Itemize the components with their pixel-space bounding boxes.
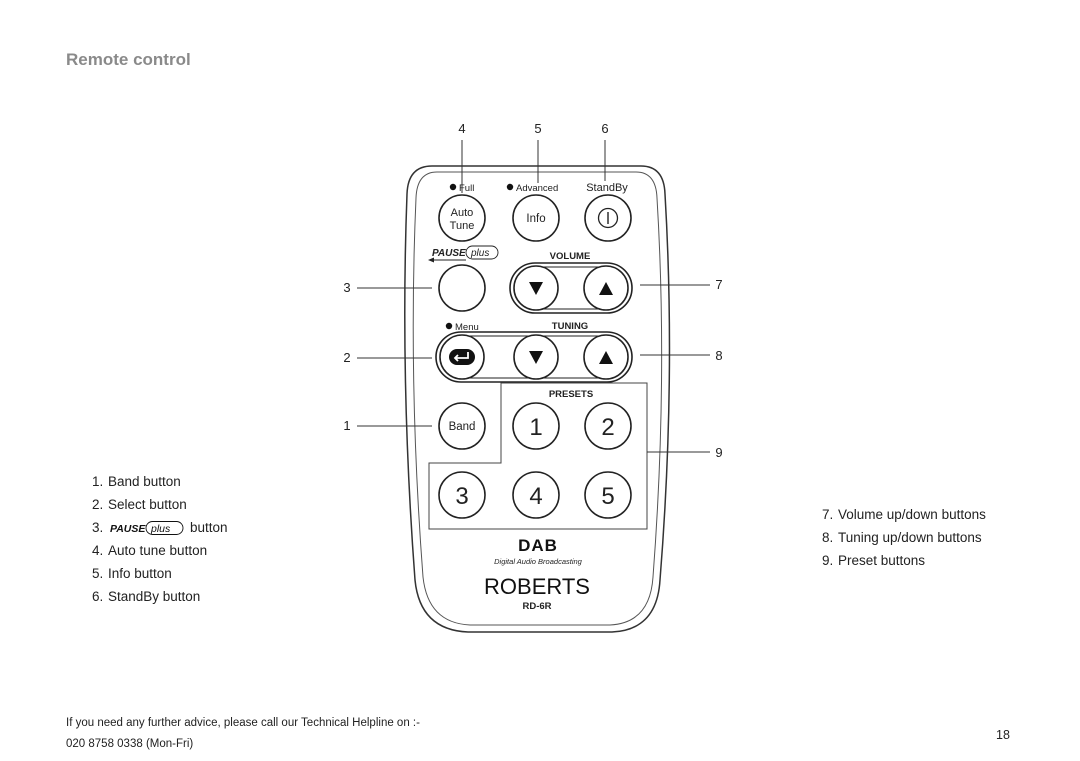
power-icon bbox=[597, 207, 619, 229]
select-icon bbox=[449, 349, 475, 365]
preset-4-label: 4 bbox=[529, 483, 542, 510]
legend-item: 6. StandBy button bbox=[92, 589, 228, 612]
pause-plus-logo-inline: PAUSE plus bbox=[110, 521, 184, 535]
auto-tune-label-1: Auto bbox=[451, 207, 474, 219]
preset-2-button[interactable] bbox=[584, 402, 632, 450]
legend-text: Tuning up/down buttons bbox=[838, 530, 982, 545]
legend-number: 7. bbox=[822, 507, 834, 522]
auto-tune-button[interactable] bbox=[438, 194, 486, 242]
page-title: Remote control bbox=[66, 50, 191, 69]
tuning-up-icon bbox=[599, 351, 613, 364]
footer: If you need any further advice, please c… bbox=[66, 713, 420, 755]
legend-left: 1. Band button 2. Select button 3. PAUSE… bbox=[92, 474, 228, 612]
legend-number: 5. bbox=[92, 566, 104, 581]
legend-text: Band button bbox=[108, 474, 181, 489]
legend-item: 7. Volume up/down buttons bbox=[822, 507, 986, 530]
helpline-text: If you need any further advice, please c… bbox=[66, 717, 420, 729]
model-label: RD-6R bbox=[522, 601, 551, 612]
callout-4: 4 bbox=[458, 121, 465, 136]
legend-item: 4. Auto tune button bbox=[92, 543, 228, 566]
tuning-button-pill bbox=[435, 331, 633, 383]
pause-plus-logo: PAUSE plus bbox=[428, 245, 499, 263]
page-number: 18 bbox=[996, 728, 1010, 742]
callout-1: 1 bbox=[343, 418, 350, 433]
helpline-number: 020 8758 0338 (Mon-Fri) bbox=[66, 738, 194, 750]
preset-3-label: 3 bbox=[455, 483, 468, 510]
volume-button-pill bbox=[509, 262, 633, 314]
legend-item: 3. PAUSE plus button bbox=[92, 520, 228, 543]
info-button[interactable] bbox=[512, 194, 560, 242]
svg-text:PAUSE: PAUSE bbox=[432, 248, 466, 259]
advanced-indicator-label: Advanced bbox=[516, 183, 558, 194]
tuning-down-icon bbox=[529, 351, 543, 364]
callout-5: 5 bbox=[534, 121, 541, 136]
pause-plus-button[interactable] bbox=[438, 264, 486, 312]
legend-number: 2. bbox=[92, 497, 104, 512]
remote-body-inner bbox=[412, 171, 663, 626]
legend-item: 9. Preset buttons bbox=[822, 553, 986, 576]
volume-up-icon bbox=[599, 282, 613, 295]
callout-2: 2 bbox=[343, 350, 350, 365]
preset-1-label: 1 bbox=[529, 414, 542, 441]
full-indicator-dot bbox=[449, 183, 457, 191]
legend-number: 4. bbox=[92, 543, 104, 558]
legend-text: button bbox=[190, 520, 228, 535]
band-button[interactable] bbox=[438, 402, 486, 450]
legend-number: 1. bbox=[92, 474, 104, 489]
legend-number: 9. bbox=[822, 553, 834, 568]
tuning-section-label: TUNING bbox=[552, 321, 588, 332]
preset-4-button[interactable] bbox=[512, 471, 560, 519]
select-icon-arrow bbox=[453, 352, 469, 362]
legend-number: 8. bbox=[822, 530, 834, 545]
svg-text:DAB: DAB bbox=[518, 536, 558, 555]
remote-body-outer bbox=[404, 165, 671, 633]
preset-1-button[interactable] bbox=[512, 402, 560, 450]
advanced-indicator-dot bbox=[506, 183, 514, 191]
legend-number: 3. bbox=[92, 520, 104, 535]
volume-down-icon bbox=[529, 282, 543, 295]
svg-text:Digital Audio Broadcasting: Digital Audio Broadcasting bbox=[494, 557, 583, 566]
legend-text: Volume up/down buttons bbox=[838, 507, 986, 522]
brand-logo: ROBERTS bbox=[484, 574, 590, 599]
preset-5-button[interactable] bbox=[584, 471, 632, 519]
svg-text:PAUSE: PAUSE bbox=[110, 523, 146, 535]
legend-right: 7. Volume up/down buttons 8. Tuning up/d… bbox=[822, 507, 986, 576]
dab-logo: DAB Digital Audio Broadcasting bbox=[494, 536, 583, 566]
presets-section-label: PRESETS bbox=[549, 389, 593, 400]
legend-item: 2. Select button bbox=[92, 497, 228, 520]
presets-outline bbox=[428, 382, 648, 530]
legend-item: 5. Info button bbox=[92, 566, 228, 589]
info-label: Info bbox=[526, 213, 545, 225]
legend-text: StandBy button bbox=[108, 589, 201, 604]
callout-3: 3 bbox=[343, 280, 350, 295]
preset-5-label: 5 bbox=[601, 483, 614, 510]
auto-tune-label-2: Tune bbox=[450, 220, 475, 232]
menu-indicator-dot bbox=[445, 322, 453, 330]
full-indicator-label: Full bbox=[459, 183, 474, 194]
callout-9: 9 bbox=[715, 445, 722, 460]
legend-item: 8. Tuning up/down buttons bbox=[822, 530, 986, 553]
volume-section-label: VOLUME bbox=[550, 251, 591, 262]
svg-text:plus: plus bbox=[470, 248, 489, 259]
preset-3-button[interactable] bbox=[438, 471, 486, 519]
legend-text: Info button bbox=[108, 566, 172, 581]
callout-7: 7 bbox=[715, 277, 722, 292]
preset-2-label: 2 bbox=[601, 414, 614, 441]
callout-8: 8 bbox=[715, 348, 722, 363]
legend-item: 1. Band button bbox=[92, 474, 228, 497]
standby-label: StandBy bbox=[586, 182, 628, 194]
legend-text: Select button bbox=[108, 497, 187, 512]
legend-text: Preset buttons bbox=[838, 553, 926, 568]
legend-number: 6. bbox=[92, 589, 104, 604]
band-label: Band bbox=[449, 421, 476, 433]
legend-text: Auto tune button bbox=[108, 543, 208, 558]
svg-text:plus: plus bbox=[150, 523, 171, 535]
callout-6: 6 bbox=[601, 121, 608, 136]
menu-indicator-label: Menu bbox=[455, 322, 479, 333]
